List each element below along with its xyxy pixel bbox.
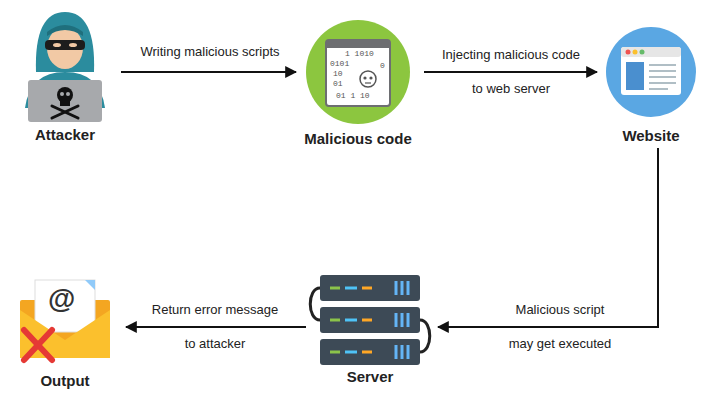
malicious-code-icon bbox=[306, 20, 410, 124]
binary-digits: 01 bbox=[333, 80, 343, 88]
process-circle: Website bbox=[601, 27, 701, 144]
binary-digits: 1 1010 bbox=[345, 50, 374, 58]
binary-digits: 10 bbox=[333, 70, 343, 78]
edge-label: Malicious script may get executed bbox=[505, 293, 615, 361]
attacker-figure bbox=[25, 12, 105, 122]
output-envelope bbox=[20, 280, 110, 360]
server-node: Server bbox=[310, 275, 430, 385]
website-icon bbox=[606, 27, 696, 117]
node-label: Website bbox=[601, 127, 701, 144]
process-circle: Malicious code bbox=[298, 20, 418, 147]
flow-arrow bbox=[424, 71, 597, 73]
edge-label: Return error message to attacker bbox=[149, 293, 282, 361]
binary-digits: 0101 bbox=[330, 60, 349, 68]
flow-arrow bbox=[121, 71, 296, 73]
node-label: Output bbox=[10, 372, 120, 389]
edge-label: Injecting malicious code to web server bbox=[439, 38, 583, 106]
node-label: Malicious code bbox=[298, 130, 418, 147]
email-symbol: @ bbox=[48, 285, 75, 313]
flow-arrow bbox=[438, 148, 658, 327]
binary-digits: 01 1 10 bbox=[336, 92, 370, 100]
actor-node: Attacker bbox=[15, 8, 115, 143]
server-icon bbox=[310, 275, 430, 365]
node-label: Attacker bbox=[15, 126, 115, 143]
flow-arrow bbox=[126, 326, 306, 328]
edge-label: Writing malicious scripts bbox=[120, 44, 300, 60]
binary-digits: 0 bbox=[380, 62, 385, 70]
node-label: Server bbox=[310, 368, 430, 385]
